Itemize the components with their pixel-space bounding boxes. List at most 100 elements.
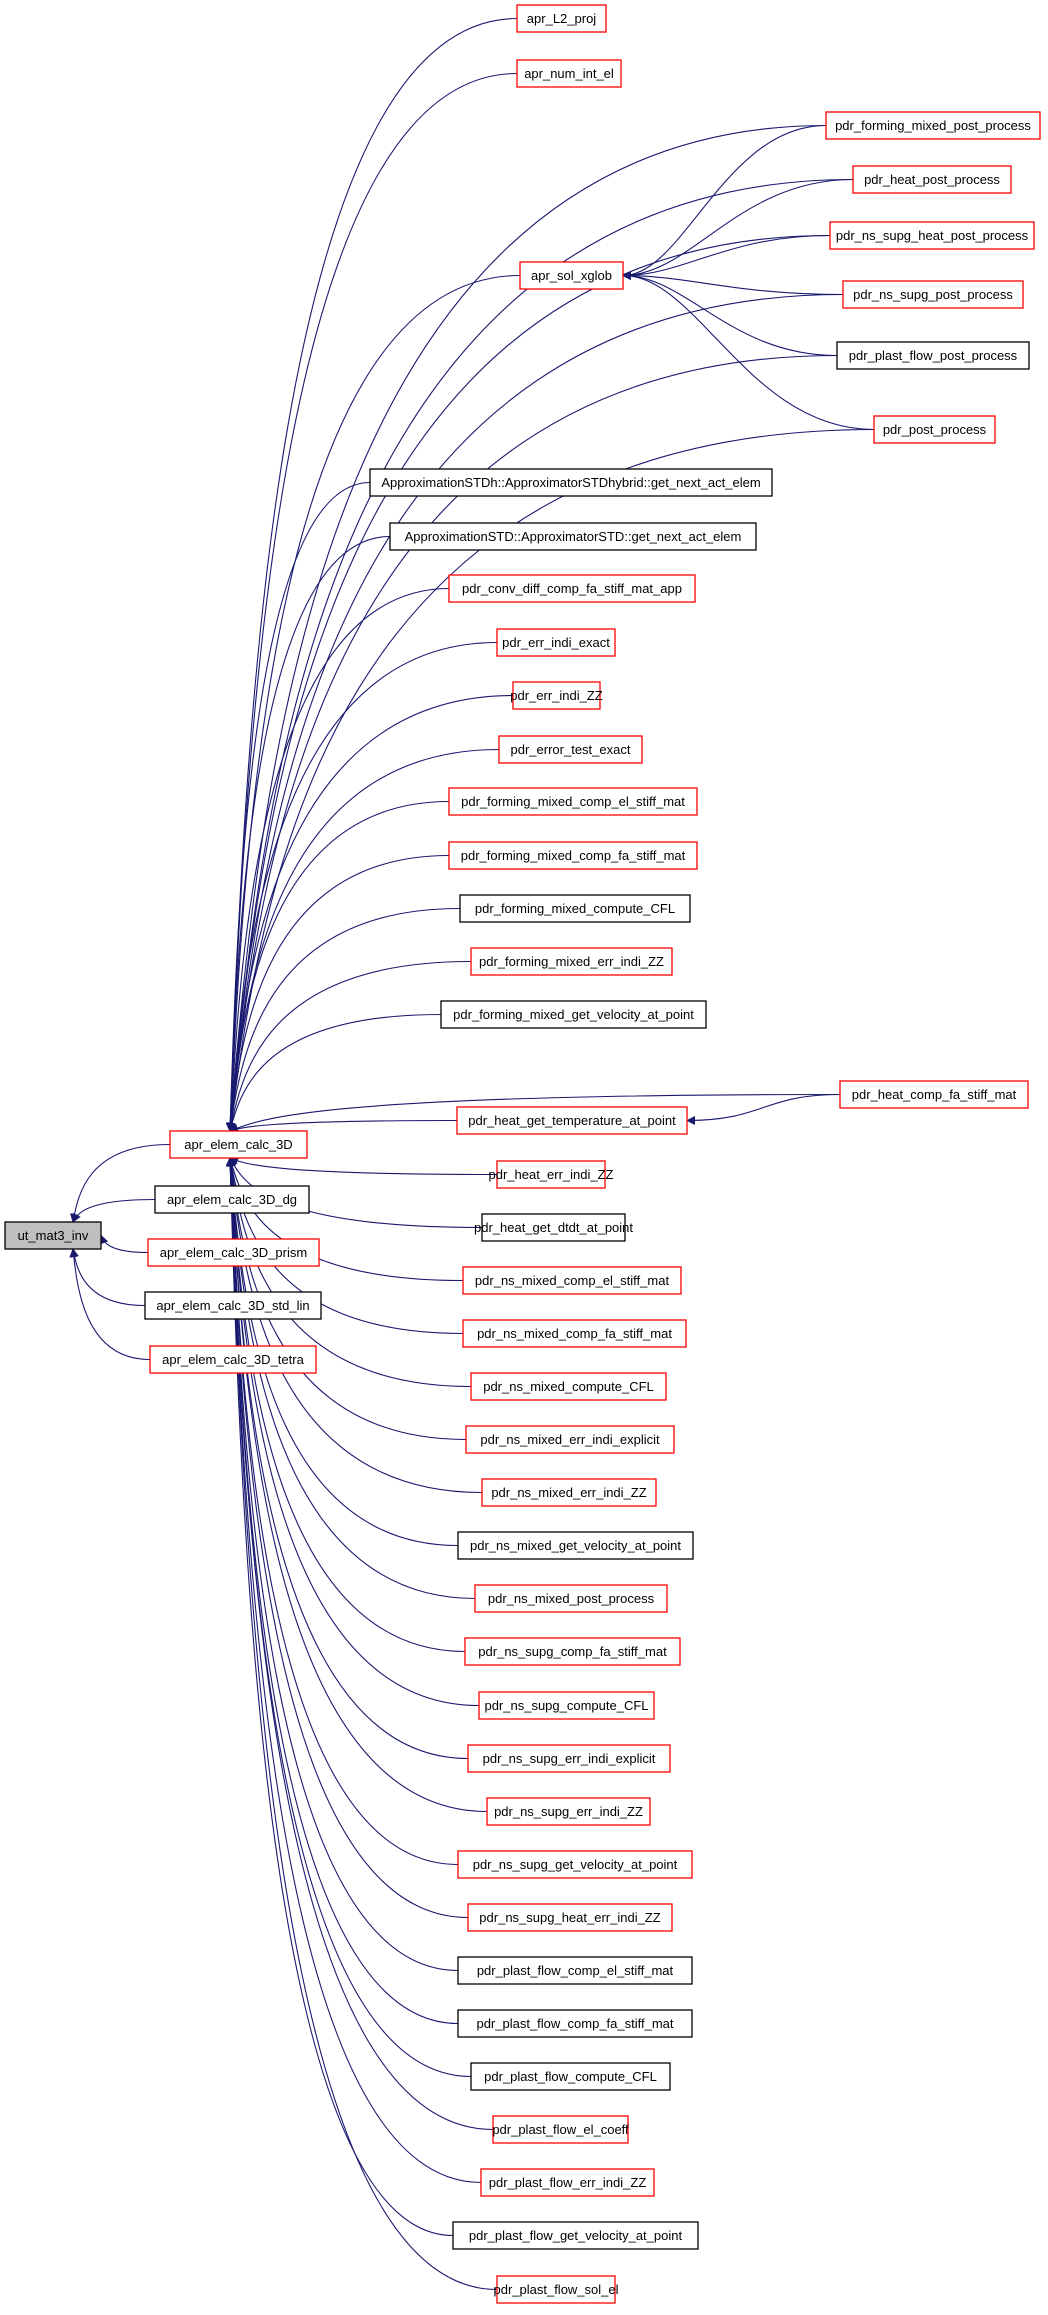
node-fm-cfl[interactable]: pdr_forming_mixed_compute_CFL (459, 894, 691, 923)
node-nss-vel[interactable]: pdr_ns_supg_get_velocity_at_point (457, 1850, 693, 1879)
node-nss-fa[interactable]: pdr_ns_supg_comp_fa_stiff_mat (464, 1637, 681, 1666)
node-calc3d-std-lin[interactable]: apr_elem_calc_3D_std_lin (144, 1291, 322, 1320)
node-nsm-errexp[interactable]: pdr_ns_mixed_err_indi_explicit (465, 1425, 675, 1454)
node-label: ApproximationSTD::ApproximatorSTD::get_n… (405, 529, 742, 544)
node-box (467, 1744, 671, 1773)
node-label: pdr_ns_supg_post_process (853, 287, 1013, 302)
node-nsm-el[interactable]: pdr_ns_mixed_comp_el_stiff_mat (462, 1266, 682, 1295)
node-calc3d-tetra[interactable]: apr_elem_calc_3D_tetra (149, 1345, 317, 1374)
node-pf-sol[interactable]: pdr_plast_flow_sol_el (493, 2275, 619, 2304)
edge (225, 274, 521, 1132)
node-nss-errexp[interactable]: pdr_ns_supg_err_indi_explicit (467, 1744, 671, 1773)
node-xglob[interactable]: apr_sol_xglob (519, 261, 624, 290)
node-post[interactable]: pdr_post_process (873, 415, 996, 444)
edge-nss-post-to-calc3d (226, 293, 844, 1132)
node-box (470, 2062, 671, 2091)
node-box (829, 221, 1035, 250)
node-calc3d[interactable]: apr_elem_calc_3D (169, 1130, 308, 1159)
node-box (873, 415, 996, 444)
node-label: pdr_plast_flow_compute_CFL (484, 2069, 657, 2084)
edge-calc3d-dg-to-root (72, 1198, 156, 1223)
edge (225, 1157, 488, 1813)
edge-heat-err-to-calc3d (229, 1157, 498, 1176)
node-errtest[interactable]: pdr_error_test_exact (498, 735, 643, 764)
node-calc3d-prism[interactable]: apr_elem_calc_3D_prism (147, 1238, 320, 1267)
node-fm-err[interactable]: pdr_forming_mixed_err_indi_ZZ (470, 947, 673, 976)
node-nss-errzz[interactable]: pdr_ns_supg_err_indi_ZZ (486, 1797, 651, 1826)
node-calc3d-dg[interactable]: apr_elem_calc_3D_dg (154, 1185, 310, 1214)
node-pf-el[interactable]: pdr_plast_flow_comp_el_stiff_mat (457, 1956, 693, 1985)
node-l2proj[interactable]: apr_L2_proj (516, 4, 607, 33)
node-label: pdr_ns_supg_err_indi_explicit (483, 1751, 656, 1766)
node-heat-post[interactable]: pdr_heat_post_process (852, 165, 1012, 194)
node-nsm-cfl[interactable]: pdr_ns_mixed_compute_CFL (470, 1372, 667, 1401)
node-numint[interactable]: apr_num_int_el (516, 59, 622, 88)
node-label: pdr_heat_post_process (864, 172, 1000, 187)
edge-heat-fa-to-heat-temp (686, 1093, 841, 1125)
edge-heat-temp-to-calc3d (229, 1119, 458, 1133)
edge-heat-post-to-calc3d (226, 178, 854, 1132)
node-fm-fa[interactable]: pdr_forming_mixed_comp_fa_stiff_mat (448, 841, 698, 870)
node-label: ut_mat3_inv (18, 1228, 89, 1243)
edge-nss-fa-to-calc3d (226, 1157, 466, 1653)
node-label: pdr_forming_mixed_err_indi_ZZ (479, 954, 664, 969)
node-root[interactable]: ut_mat3_inv (4, 1221, 102, 1250)
node-nsm-fa[interactable]: pdr_ns_mixed_comp_fa_stiff_mat (462, 1319, 687, 1348)
node-pf-err[interactable]: pdr_plast_flow_err_indi_ZZ (480, 2168, 655, 2197)
node-nss-post[interactable]: pdr_ns_supg_post_process (842, 280, 1024, 309)
node-nsm-post[interactable]: pdr_ns_mixed_post_process (474, 1584, 668, 1613)
edge-nsm-el-to-calc3d (227, 1157, 464, 1282)
node-box (839, 1080, 1029, 1109)
node-fm-el[interactable]: pdr_forming_mixed_comp_el_stiff_mat (448, 787, 698, 816)
node-box (467, 1903, 673, 1932)
node-box (496, 628, 616, 657)
node-label: apr_sol_xglob (531, 268, 612, 283)
node-heat-temp[interactable]: pdr_heat_get_temperature_at_point (456, 1106, 688, 1135)
node-pf-cfl[interactable]: pdr_plast_flow_compute_CFL (470, 2062, 671, 2091)
edge (622, 234, 831, 280)
node-box (478, 1691, 655, 1720)
node-label: pdr_forming_mixed_compute_CFL (475, 901, 675, 916)
edge (226, 907, 461, 1132)
node-heat-fa[interactable]: pdr_heat_comp_fa_stiff_mat (839, 1080, 1029, 1109)
node-nsm-vel[interactable]: pdr_ns_mixed_get_velocity_at_point (457, 1531, 694, 1560)
node-label: pdr_plast_flow_err_indi_ZZ (489, 2175, 647, 2190)
node-pf-fa[interactable]: pdr_plast_flow_comp_fa_stiff_mat (457, 2009, 693, 2038)
node-heat-dtdt[interactable]: pdr_heat_get_dtdt_at_point (474, 1213, 633, 1242)
node-label: pdr_plast_flow_comp_el_stiff_mat (477, 1963, 674, 1978)
node-fm-vel[interactable]: pdr_forming_mixed_get_velocity_at_point (440, 1000, 707, 1029)
node-convdiff[interactable]: pdr_conv_diff_comp_fa_stiff_mat_app (448, 574, 696, 603)
node-box (369, 468, 773, 497)
node-approxstd[interactable]: ApproximationSTD::ApproximatorSTD::get_n… (389, 522, 757, 551)
node-fm-post[interactable]: pdr_forming_mixed_post_process (825, 111, 1041, 140)
edge-hybrid-to-calc3d (225, 481, 371, 1132)
node-errexact[interactable]: pdr_err_indi_exact (496, 628, 616, 657)
node-label: apr_elem_calc_3D_dg (167, 1192, 297, 1207)
node-pf-coeff[interactable]: pdr_plast_flow_el_coeff (492, 2115, 629, 2144)
edge (227, 1013, 442, 1132)
node-label: apr_L2_proj (527, 11, 596, 26)
node-pf-vel[interactable]: pdr_plast_flow_get_velocity_at_point (452, 2221, 699, 2250)
node-errzz[interactable]: pdr_err_indi_ZZ (510, 681, 603, 710)
node-label: pdr_forming_mixed_comp_el_stiff_mat (461, 794, 685, 809)
node-nss-heaterr[interactable]: pdr_ns_supg_heat_err_indi_ZZ (467, 1903, 673, 1932)
node-nss-cfl[interactable]: pdr_ns_supg_compute_CFL (478, 1691, 655, 1720)
node-nss-heatpost[interactable]: pdr_ns_supg_heat_post_process (829, 221, 1035, 250)
edge (622, 178, 854, 280)
edge-pf-vel-to-calc3d (225, 1157, 454, 2237)
node-hybrid[interactable]: ApproximationSTDh::ApproximatorSTDhybrid… (369, 468, 773, 497)
node-label: pdr_heat_err_indi_ZZ (488, 1167, 613, 1182)
node-label: apr_elem_calc_3D_tetra (162, 1352, 304, 1367)
node-label: pdr_conv_diff_comp_fa_stiff_mat_app (462, 581, 682, 596)
node-nsm-errzz[interactable]: pdr_ns_mixed_err_indi_ZZ (481, 1478, 657, 1507)
node-box (512, 681, 601, 710)
node-box (492, 2115, 629, 2144)
node-heat-err[interactable]: pdr_heat_err_indi_ZZ (488, 1160, 614, 1189)
node-box (486, 1797, 651, 1826)
node-pf-post[interactable]: pdr_plast_flow_post_process (836, 341, 1030, 370)
node-box (516, 59, 622, 88)
node-label: pdr_ns_supg_heat_post_process (836, 228, 1029, 243)
edge-calc3d-to-root (69, 1143, 171, 1223)
node-label: pdr_ns_mixed_get_velocity_at_point (470, 1538, 681, 1553)
